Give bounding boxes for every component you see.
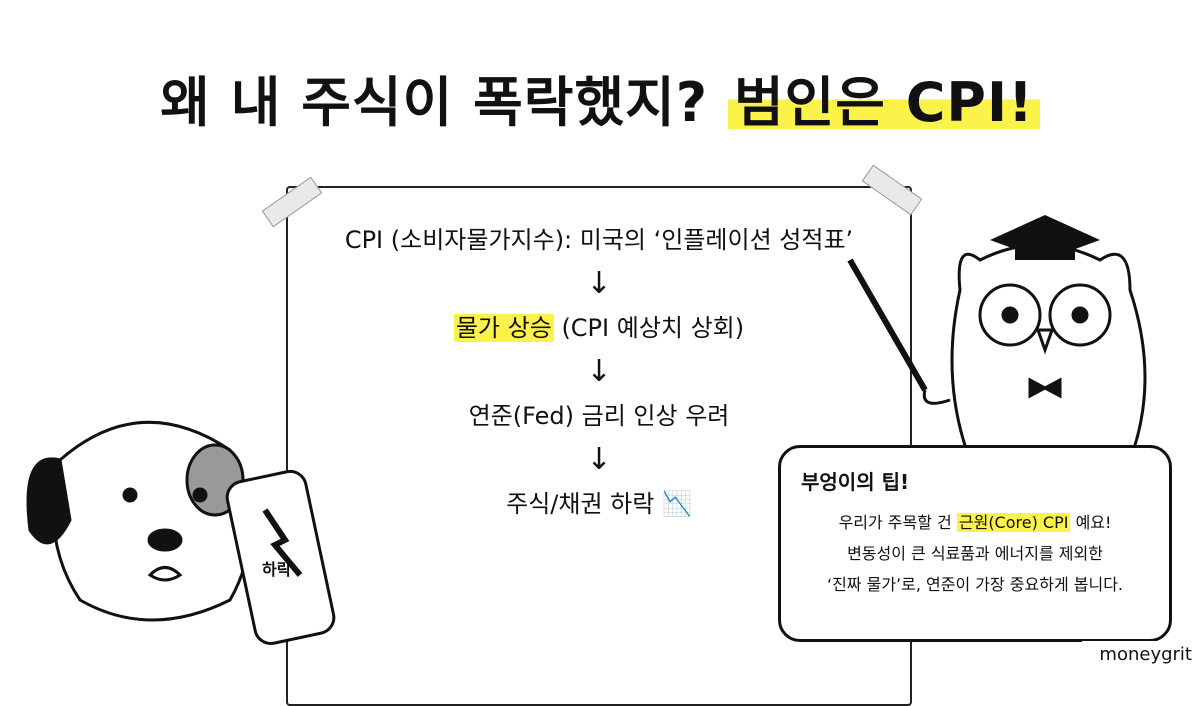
watermark: moneygrit (1082, 641, 1200, 669)
tip-line-1: 우리가 주목할 건 근원(Core) CPI 예요! (801, 507, 1149, 538)
flow-step2-rest: (CPI 예상치 상회) (561, 314, 745, 342)
tip-heading: 부엉이의 팁! (801, 470, 910, 494)
worried-dog-illustration: 하락 (26, 420, 336, 645)
tip-line-3: ‘진짜 물가’로, 연준이 가장 중요하게 봅니다. (826, 575, 1123, 594)
flow-step-price-rise: 물가 상승 (CPI 예상치 상회) (286, 308, 912, 348)
flow-step-market-fall: 주식/채권 하락 📉 (286, 484, 912, 524)
title-main: 왜 내 주식이 폭락했지? (160, 71, 709, 134)
phone-label: 하락 (262, 560, 292, 579)
arrow-down-icon: ↓ (586, 442, 612, 477)
tip-line-2: 변동성이 큰 식료품과 에너지를 제외한 (847, 544, 1103, 563)
title-highlight: 범인은 CPI! (727, 71, 1040, 134)
owl-tip-callout: 부엉이의 팁! 우리가 주목할 건 근원(Core) CPI 예요! 변동성이 … (778, 445, 1172, 642)
arrow-down-icon: ↓ (586, 266, 612, 301)
tip-line1-pre: 우리가 주목할 건 (838, 513, 952, 532)
flow-step-fed: 연준(Fed) 금리 인상 우려 (468, 402, 730, 430)
page-title: 왜 내 주식이 폭락했지? 범인은 CPI! (0, 58, 1200, 137)
flow-step-cpi: CPI (소비자물가지수): 미국의 ‘인플레이션 성적표’ (344, 226, 854, 254)
arrow-down-icon: ↓ (586, 354, 612, 389)
owl-teacher-illustration (847, 215, 1147, 462)
highlight-core-cpi: 근원(Core) CPI (956, 513, 1071, 532)
tip-line1-post: 예요! (1075, 513, 1112, 532)
cpi-flowchart: CPI (소비자물가지수): 미국의 ‘인플레이션 성적표’ ↓ 물가 상승 (… (286, 220, 912, 524)
highlight-price-rise: 물가 상승 (453, 314, 554, 342)
chart-down-icon: 📉 (661, 490, 692, 518)
flow-step4-text: 주식/채권 하락 (506, 490, 655, 518)
